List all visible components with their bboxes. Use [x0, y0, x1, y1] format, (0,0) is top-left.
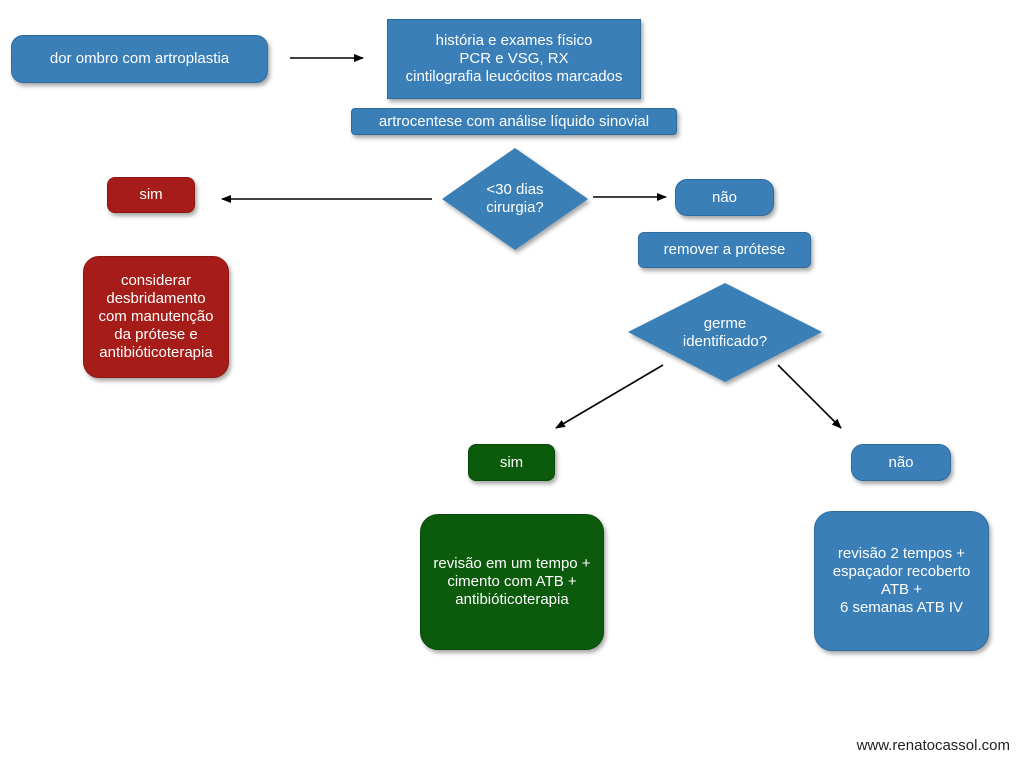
arrow-germ-to-yes — [555, 364, 664, 429]
arthrocentesis-node: artrocentese com análise líquido sinovia… — [351, 108, 677, 135]
diamond-days-shape — [442, 148, 588, 250]
start-node: dor ombro com artroplastia — [11, 35, 268, 83]
website-footer[interactable]: www.renatocassol.com — [856, 737, 1010, 754]
yes-germ-node: sim — [468, 444, 555, 481]
yes-germ-action-node: revisão em um tempo + cimento com ATB + … — [420, 514, 604, 650]
no-days-node: não — [675, 179, 774, 216]
diamond-germ-shape — [628, 283, 822, 382]
workup-node: história e exames físico PCR e VSG, RX c… — [387, 19, 641, 99]
remove-prosthesis-node: remover a prótese — [638, 232, 811, 268]
no-germ-node: não — [851, 444, 951, 481]
decision-days-label: <30 dias cirurgia? — [486, 181, 544, 216]
decision-germ-label: germe identificado? — [682, 315, 768, 350]
yes-days-node: sim — [107, 177, 195, 213]
arrow-germ-to-no — [777, 364, 842, 429]
yes-days-action-node: considerar desbridamento com manutenção … — [83, 256, 229, 378]
no-germ-action-node: revisão 2 tempos + espaçador recoberto A… — [814, 511, 989, 651]
